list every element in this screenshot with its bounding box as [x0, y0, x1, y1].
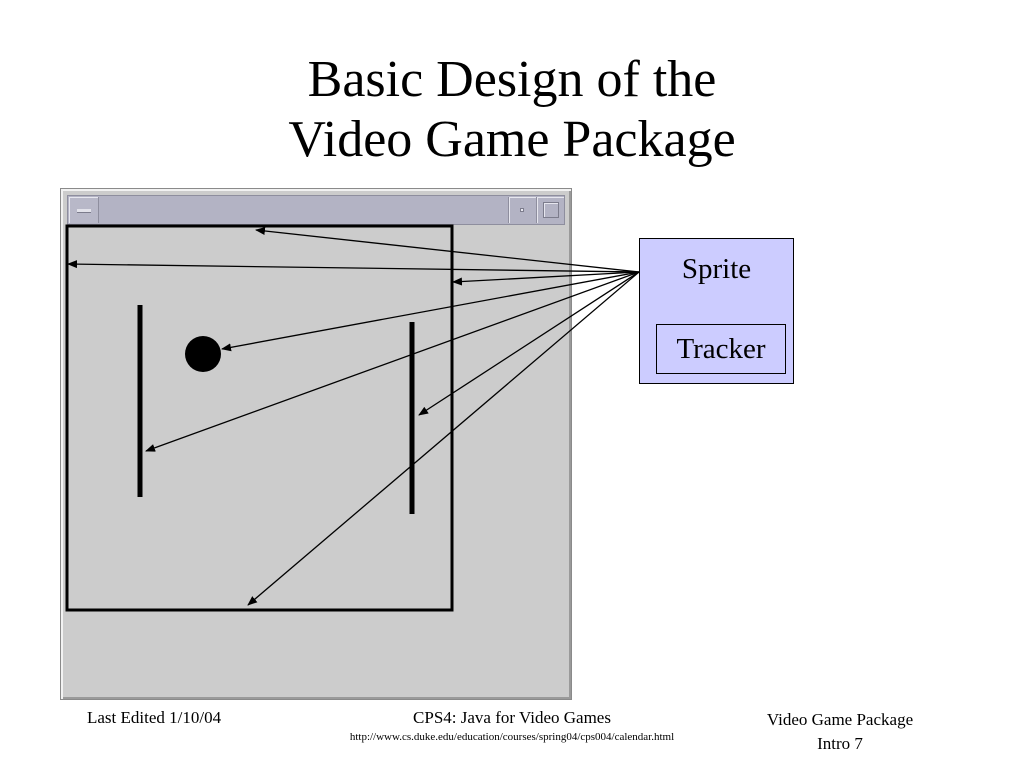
arrow-bottom-wall: [247, 271, 640, 606]
footer-url: http://www.cs.duke.edu/education/courses…: [349, 731, 675, 743]
footer-page-number: Intro 7: [817, 734, 863, 753]
arrow-left-paddle: [145, 271, 640, 452]
sprite-label: Sprite: [681, 253, 752, 285]
window-titlebar[interactable]: [67, 195, 565, 225]
arrow-right-wall: [452, 271, 640, 286]
iconify-dot-icon: [520, 208, 524, 212]
arrow-right-paddle: [418, 271, 640, 416]
window-iconify-button[interactable]: [508, 197, 536, 223]
slide-title: Basic Design of the Video Game Package: [0, 50, 1024, 170]
sprite-box: Sprite Tracker: [639, 238, 794, 384]
window-maximize-button[interactable]: [536, 197, 564, 223]
footer-section-name: Video Game Package: [766, 710, 914, 729]
footer-section: Video Game Package Intro 7: [740, 708, 940, 756]
arrow-left-wall: [67, 260, 640, 273]
footer-course-title: CPS4: Java for Video Games: [413, 708, 611, 727]
field-border: [65, 224, 454, 612]
tracker-box: Tracker: [656, 324, 786, 374]
arrow-top-wall: [255, 227, 640, 273]
ball: [185, 336, 221, 372]
slide-title-line-2: Video Game Package: [288, 111, 736, 168]
window-menu-button[interactable]: [69, 197, 99, 223]
minimize-bar-icon: [77, 209, 91, 213]
footer-last-edited: Last Edited 1/10/04: [87, 708, 222, 727]
sprite-arrows: [67, 227, 640, 606]
arrow-ball: [221, 271, 640, 352]
slide-title-line-1: Basic Design of the: [307, 51, 717, 108]
game-window: [60, 188, 572, 700]
maximize-square-icon: [543, 202, 559, 218]
